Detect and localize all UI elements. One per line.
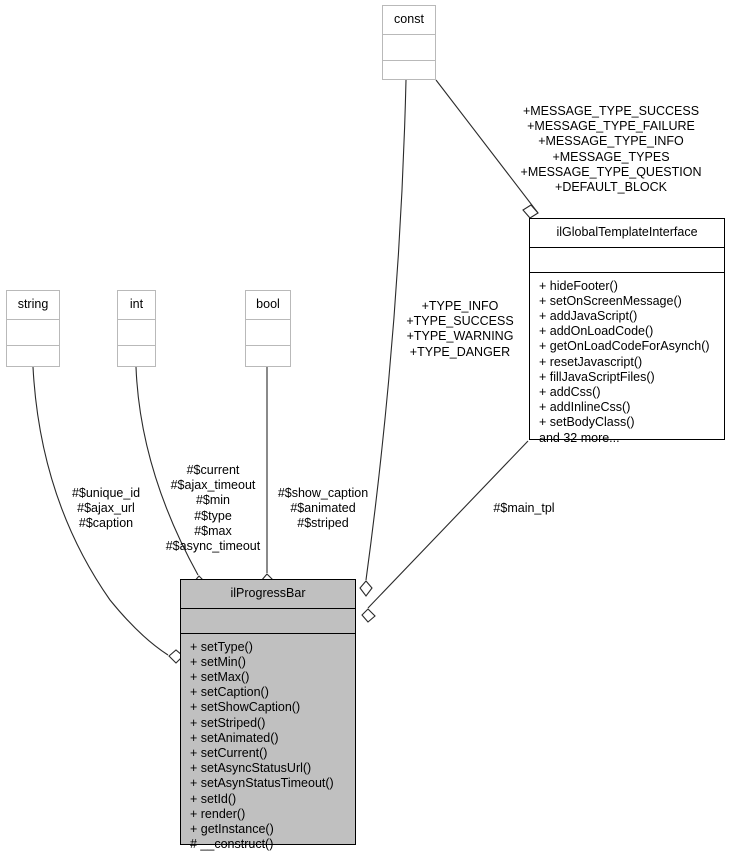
- class-separator: [246, 318, 290, 320]
- edge-label-line: #$type: [194, 508, 232, 523]
- edge-label-line: #$unique_id: [71, 486, 141, 500]
- class-operations-int: [118, 346, 155, 371]
- edge-label-line: #$min: [195, 493, 231, 508]
- class-box-int[interactable]: int: [117, 290, 156, 367]
- class-separator: [118, 318, 155, 320]
- class-box-bool[interactable]: bool: [245, 290, 291, 367]
- operation-item: + setAsynStatusTimeout(): [190, 776, 334, 791]
- edge-label-line: +TYPE_SUCCESS: [406, 314, 514, 329]
- edge-label-line: +MESSAGE_TYPE_SUCCESS: [522, 104, 700, 118]
- class-attributes-bool: [246, 320, 290, 345]
- edge-label-line: +MESSAGE_TYPE_INFO: [538, 134, 684, 149]
- class-name-int: int: [129, 297, 144, 311]
- operation-item: + setBodyClass(): [539, 415, 635, 430]
- operation-item: + hideFooter(): [539, 278, 618, 293]
- edge-label-line: +MESSAGE_TYPE_QUESTION: [520, 164, 702, 179]
- class-name-bool: bool: [256, 297, 280, 311]
- edge-label-line: #$main_tpl: [493, 501, 555, 515]
- operation-item: + resetJavascript(): [539, 354, 643, 369]
- class-operations-bool: [246, 346, 290, 371]
- class-separator: [181, 607, 355, 609]
- operation-item: + getInstance(): [190, 821, 274, 836]
- edge-label-int-to-progressbar: #$current #$ajax_timeout #$min #$type #$…: [156, 463, 270, 554]
- class-separator: [181, 632, 355, 634]
- edge-label-line: #$current: [186, 463, 240, 477]
- operation-item: + setMax(): [190, 669, 250, 684]
- edge-string-to-progressbar: [32, 366, 169, 656]
- edge-label-line: #$show_caption: [277, 486, 369, 500]
- aggregation-diamond-progressbar-tpl: [361, 608, 376, 623]
- class-box-const[interactable]: const: [382, 5, 436, 80]
- class-box-global-template-interface[interactable]: ilGlobalTemplateInterface + hideFooter()…: [529, 218, 725, 445]
- edge-label-const-to-progressbar: +TYPE_INFO +TYPE_SUCCESS +TYPE_WARNING +…: [398, 299, 522, 360]
- edge-interface-to-progressbar: [367, 440, 529, 609]
- class-separator: [7, 318, 59, 320]
- class-separator: [118, 344, 155, 346]
- class-attributes-global-template-interface: [530, 248, 724, 272]
- edge-label-bool-to-progressbar: #$show_caption #$animated #$striped: [270, 486, 376, 532]
- edge-label-line: #$ajax_timeout: [170, 478, 256, 493]
- operation-item: + fillJavaScriptFiles(): [539, 369, 655, 384]
- operation-item: + setOnScreenMessage(): [539, 293, 682, 308]
- edge-label-string-to-progressbar: #$unique_id #$ajax_url #$caption: [58, 486, 154, 532]
- operation-item: + addJavaScript(): [539, 308, 638, 323]
- class-name-string: string: [17, 297, 49, 311]
- edge-label-line: +MESSAGE_TYPE_FAILURE: [527, 119, 695, 134]
- operation-item: + setCurrent(): [190, 745, 268, 760]
- class-box-progress-bar[interactable]: ilProgressBar + setType() + setMin() + s…: [180, 579, 356, 851]
- class-operations-progress-bar: + setType() + setMin() + setMax() + setC…: [181, 634, 355, 852]
- edge-label-line: #$striped: [297, 516, 349, 531]
- class-attributes-progress-bar: [181, 609, 355, 633]
- class-name-progress-bar: ilProgressBar: [230, 586, 306, 600]
- operation-item: + setId(): [190, 791, 237, 806]
- class-separator: [383, 33, 435, 35]
- class-operations-string: [7, 346, 59, 371]
- class-separator: [246, 344, 290, 346]
- operation-item: + addOnLoadCode(): [539, 324, 654, 339]
- edge-label-line: #$animated: [290, 501, 356, 516]
- class-attributes-string: [7, 320, 59, 345]
- class-operations-const: [383, 61, 435, 85]
- operation-item: + setStriped(): [190, 715, 266, 730]
- edge-int-to-progressbar: [135, 366, 199, 576]
- operation-item: + setCaption(): [190, 685, 269, 700]
- class-separator: [383, 59, 435, 61]
- edge-label-line: #$async_timeout: [165, 539, 261, 554]
- class-box-string[interactable]: string: [6, 290, 60, 367]
- operation-item: + setType(): [190, 639, 253, 654]
- edge-label-line: #$ajax_url: [77, 501, 135, 516]
- class-operations-global-template-interface: + hideFooter() + setOnScreenMessage() + …: [530, 273, 724, 453]
- edge-label-line: #$caption: [78, 516, 134, 531]
- edge-label-line: +TYPE_DANGER: [409, 344, 511, 359]
- aggregation-diamond-interface: [522, 204, 539, 219]
- operation-item: + getOnLoadCodeForAsynch(): [539, 339, 710, 354]
- operation-item: + render(): [190, 806, 246, 821]
- class-separator: [530, 246, 724, 248]
- edge-label-line: +TYPE_INFO: [421, 299, 499, 313]
- operation-item: + addCss(): [539, 384, 601, 399]
- operation-item: + setShowCaption(): [190, 700, 301, 715]
- class-attributes-const: [383, 35, 435, 60]
- operation-more-indicator: and 32 more...: [539, 430, 620, 445]
- edge-label-line: +TYPE_WARNING: [406, 329, 514, 344]
- operation-item: + addInlineCss(): [539, 400, 631, 415]
- operation-item: + setAnimated(): [190, 730, 279, 745]
- operation-item: + setMin(): [190, 654, 246, 669]
- class-name-global-template-interface: ilGlobalTemplateInterface: [556, 225, 698, 239]
- edge-label-interface-to-progressbar: #$main_tpl: [484, 501, 564, 516]
- operation-item: # __construct(): [190, 837, 274, 852]
- edge-label-const-to-interface: +MESSAGE_TYPE_SUCCESS +MESSAGE_TYPE_FAIL…: [505, 104, 717, 195]
- class-name-const: const: [394, 12, 424, 26]
- aggregation-diamond-progressbar-const: [359, 580, 373, 597]
- edge-const-to-progressbar: [365, 79, 407, 581]
- edge-const-to-interface: [435, 79, 539, 214]
- class-separator: [530, 271, 724, 273]
- edge-label-line: #$max: [194, 523, 232, 538]
- class-separator: [7, 344, 59, 346]
- operation-item: + setAsyncStatusUrl(): [190, 761, 312, 776]
- class-attributes-int: [118, 320, 155, 345]
- edge-label-line: +DEFAULT_BLOCK: [555, 180, 667, 195]
- edge-label-line: +MESSAGE_TYPES: [552, 149, 670, 164]
